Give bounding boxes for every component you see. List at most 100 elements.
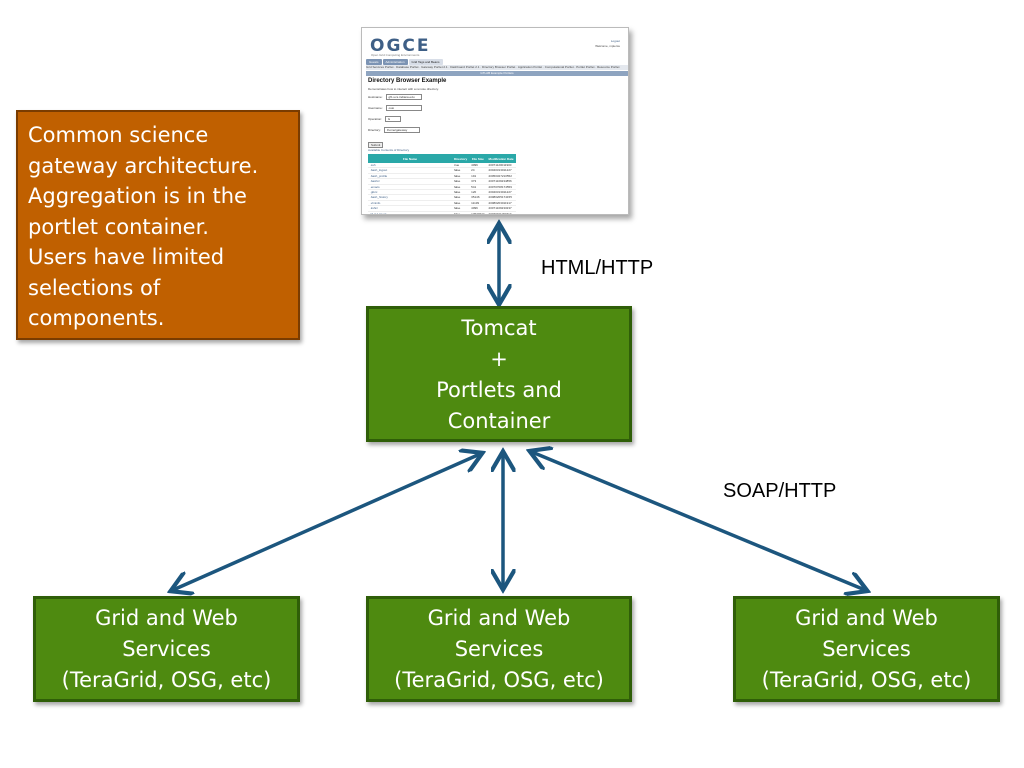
username-row: Username:osio	[368, 105, 422, 111]
table-cell: 11139	[469, 200, 487, 207]
table-cell: true	[452, 163, 470, 169]
tomcat-title: Tomcat	[461, 316, 537, 340]
table-cell: false	[452, 184, 470, 191]
table-cell: false	[452, 173, 470, 180]
table-cell: 541	[469, 184, 487, 191]
table-cell: false	[452, 211, 470, 214]
table-cell: 20050327210552	[486, 173, 516, 180]
tomcat-plus: +	[490, 347, 508, 371]
operation-label: Operation:	[368, 116, 383, 121]
operation-select[interactable]: ls	[385, 116, 402, 122]
welcome-text: Welcome, mpierce	[595, 44, 620, 48]
note-line: components.	[28, 306, 165, 330]
table-cell: 20070911150713	[486, 211, 516, 214]
username-label: Username:	[368, 105, 383, 110]
file-link[interactable]: .bash_profile	[368, 173, 452, 180]
directory-field[interactable]: /home/gateway	[383, 127, 420, 133]
table-cell: 120	[469, 189, 487, 196]
table-cell: 35146	[469, 194, 487, 201]
tomcat-line: Portlets and	[436, 378, 562, 402]
file-link[interactable]: .ssh	[368, 163, 452, 169]
file-link[interactable]: .bash_logout	[368, 167, 452, 174]
service-line: Grid and Web	[95, 606, 238, 630]
table-cell: false	[452, 200, 470, 207]
table-cell: 20040313011227	[486, 167, 516, 174]
portal-screenshot: OGCE Open Grid Computing Environments Lo…	[361, 27, 629, 215]
hostname-label: Hostname:	[368, 94, 383, 99]
service-line: Grid and Web	[795, 606, 938, 630]
file-link[interactable]: .gtkrc	[368, 189, 452, 196]
table-cell: 20040313011227	[486, 189, 516, 196]
col-file-size: File Size	[469, 154, 487, 163]
col-directory: Directory	[452, 154, 470, 163]
file-link[interactable]: .viminfo	[368, 200, 452, 207]
table-cell: false	[452, 178, 470, 185]
username-field[interactable]: osio	[385, 105, 422, 111]
tab-administration[interactable]: Administration	[382, 59, 408, 65]
table-cell: 191	[469, 173, 487, 180]
file-link[interactable]: .kshrc	[368, 205, 452, 212]
file-link[interactable]: .bashrc	[368, 178, 452, 185]
service-line: Services	[822, 637, 911, 661]
table-cell: 20080203011917	[486, 200, 516, 207]
table-cell: 24	[469, 167, 487, 174]
service-line: (TeraGrid, OSG, etc)	[761, 668, 972, 692]
grid-services-box-middle: Grid and Web Services (TeraGrid, OSG, et…	[366, 596, 632, 702]
grid-services-box-right: Grid and Web Services (TeraGrid, OSG, et…	[733, 596, 1000, 702]
portlet-title-bar: GTLAB Example Portlets	[366, 71, 628, 76]
table-cell: false	[452, 167, 470, 174]
table-cell: 20070708174559	[486, 184, 516, 191]
submit-button[interactable]: Submit	[368, 142, 384, 148]
architecture-note: Common science gateway architecture. Agg…	[16, 110, 300, 340]
file-link[interactable]: c2.4.1.tar.gz	[368, 211, 452, 214]
page-description: Demonstrates how to interact with a remo…	[368, 87, 439, 91]
file-link[interactable]: .bash_history	[368, 194, 452, 201]
portal-tabs: Guests Administration Grid Tags and Bean…	[366, 59, 443, 65]
table-cell: false	[452, 194, 470, 201]
soap-http-label: SOAP/HTTP	[723, 480, 837, 502]
hostname-field[interactable]: gf1.ucs.indiana.edu	[385, 94, 422, 100]
table-cell: false	[452, 205, 470, 212]
note-line: Aggregation is in the	[28, 184, 247, 208]
grid-services-box-left: Grid and Web Services (TeraGrid, OSG, et…	[33, 596, 300, 702]
directory-label: Directory:	[368, 127, 381, 132]
tab-grid-tags[interactable]: Grid Tags and Beans	[408, 59, 443, 65]
service-line: Services	[454, 637, 544, 661]
tomcat-container-box: Tomcat + Portlets and Container	[366, 306, 632, 442]
portlet-subnav[interactable]: Grid Services Portlet · Database Portlet…	[366, 65, 628, 70]
arrow-tomcat-service-left	[173, 454, 480, 590]
tab-guests[interactable]: Guests	[366, 59, 382, 65]
logout-link[interactable]: Logout	[610, 39, 620, 43]
table-cell: 373	[469, 178, 487, 185]
html-http-label: HTML/HTTP	[541, 257, 654, 279]
table-cell: 20071109233237	[486, 205, 516, 212]
table-cell: 20071120011900	[486, 163, 516, 169]
directory-table: File Name Directory File Size Modificati…	[368, 154, 516, 215]
ogce-logo-subtitle: Open Grid Computing Environments	[371, 53, 420, 57]
tomcat-line: Container	[447, 409, 551, 433]
table-cell: 4096	[469, 163, 487, 169]
ogce-logo: OGCE	[370, 36, 431, 56]
table-cell: 20071109234856	[486, 178, 516, 185]
table-cell: 4096	[469, 205, 487, 212]
col-file-name: File Name	[368, 154, 452, 163]
hostname-row: Hostname:gf1.ucs.indiana.edu	[368, 94, 422, 100]
top-links: Logout Welcome, mpierce	[595, 39, 620, 49]
page-title: Directory Browser Example	[368, 78, 447, 84]
file-link[interactable]: .emacs	[368, 184, 452, 191]
note-line: selections of	[28, 275, 161, 300]
service-line: (TeraGrid, OSG, etc)	[61, 668, 272, 692]
table-cell: 14570344	[469, 211, 487, 215]
col-mod-date: Modification Date	[486, 154, 516, 163]
table-cell: false	[452, 189, 470, 196]
